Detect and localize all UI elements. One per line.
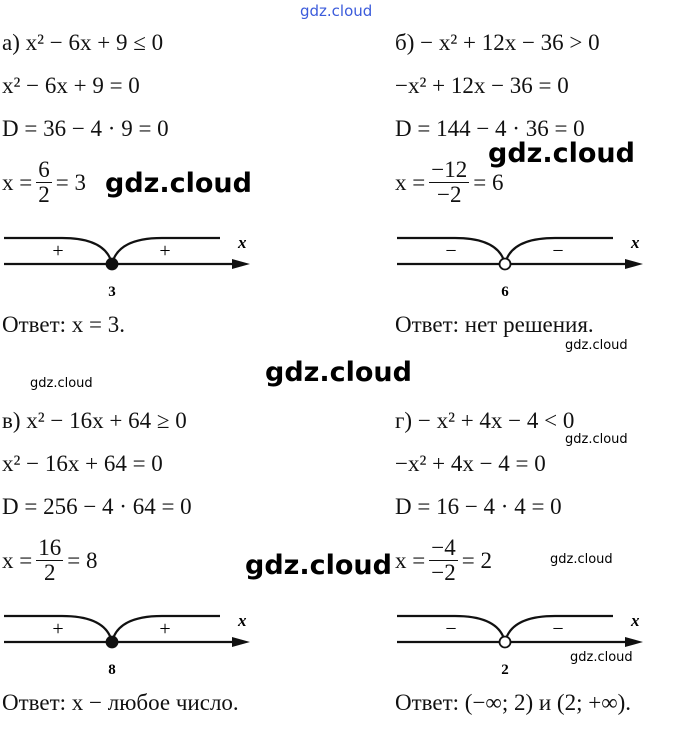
- formula-lhs: x =: [395, 169, 426, 195]
- sign-right: +: [159, 240, 170, 262]
- formula-rhs: = 3: [55, 169, 86, 195]
- numerator: −12: [429, 157, 470, 184]
- root-label: 3: [108, 284, 116, 300]
- watermark: gdz.cloud: [265, 357, 412, 388]
- root-label: 8: [108, 662, 116, 678]
- denominator: 2: [38, 182, 50, 208]
- number-line: − − x 2: [397, 611, 643, 678]
- axis-label: x: [237, 611, 247, 630]
- fraction: −4−2: [429, 535, 458, 586]
- axis-label: x: [237, 233, 247, 252]
- sign-left: +: [52, 618, 63, 640]
- watermark: gdz.cloud: [30, 376, 93, 391]
- root-label: 6: [501, 284, 509, 300]
- answer: Ответ: x − любое число.: [2, 690, 239, 715]
- root-label: 2: [501, 662, 509, 678]
- answer: Ответ: (−∞; 2) и (2; +∞).: [395, 690, 631, 715]
- watermark: gdz.cloud: [488, 138, 635, 169]
- equation-line: г) − x² + 4x − 4 < 0: [395, 408, 575, 433]
- number-line: + + x 3: [4, 233, 250, 300]
- root-point: [105, 635, 119, 649]
- formula-lhs: x =: [2, 169, 33, 195]
- sign-right: +: [159, 618, 170, 640]
- formula-rhs: = 8: [67, 547, 98, 573]
- formula-lhs: x =: [2, 547, 33, 573]
- equation-line: x² − 16x + 64 = 0: [2, 451, 163, 476]
- axis-label: x: [630, 611, 640, 630]
- sign-right: −: [552, 240, 563, 262]
- equation-line: D = 144 − 4 · 36 = 0: [395, 116, 585, 141]
- formula-rhs: = 6: [473, 169, 504, 195]
- equation-line: D = 16 − 4 · 4 = 0: [395, 494, 562, 519]
- sign-left: −: [445, 240, 456, 262]
- watermark: gdz.cloud: [565, 338, 628, 353]
- axis-arrow-icon: [232, 637, 250, 647]
- watermark: gdz.cloud: [550, 552, 613, 567]
- equation-line: в) x² − 16x + 64 ≥ 0: [2, 408, 187, 433]
- numerator: 6: [36, 157, 52, 184]
- axis-arrow-icon: [232, 259, 250, 269]
- equation-line: б) − x² + 12x − 36 > 0: [395, 30, 600, 55]
- numerator: 16: [36, 535, 64, 562]
- sign-left: −: [445, 618, 456, 640]
- root-point: [498, 257, 512, 271]
- answer: Ответ: x = 3.: [2, 312, 126, 337]
- denominator: −2: [431, 560, 456, 586]
- equation-line: D = 256 − 4 · 64 = 0: [2, 494, 192, 519]
- sign-right: −: [552, 618, 563, 640]
- numerator: −4: [429, 535, 458, 562]
- formula-rhs: = 2: [461, 547, 492, 573]
- equation-line: а) x² − 6x + 9 ≤ 0: [2, 30, 164, 55]
- sign-left: +: [52, 240, 63, 262]
- equation-line: −x² + 12x − 36 = 0: [395, 73, 569, 98]
- denominator: −2: [436, 182, 462, 208]
- axis-arrow-icon: [625, 259, 643, 269]
- root-formula: x =−4−2= 2: [395, 535, 492, 586]
- formula-lhs: x =: [395, 547, 426, 573]
- watermark: gdz.cloud: [300, 2, 373, 20]
- root-point: [105, 257, 119, 271]
- number-line: − − x 6: [397, 233, 643, 300]
- denominator: 2: [43, 560, 56, 586]
- equation-line: D = 36 − 4 · 9 = 0: [2, 116, 169, 141]
- number-line: + + x 8: [4, 611, 250, 678]
- root-point: [498, 635, 512, 649]
- axis-label: x: [630, 233, 640, 252]
- fraction: −12−2: [429, 157, 470, 208]
- root-formula: x =−12−2= 6: [395, 157, 504, 208]
- equation-line: x² − 6x + 9 = 0: [2, 73, 140, 98]
- watermark: gdz.cloud: [565, 432, 628, 447]
- equation-line: −x² + 4x − 4 = 0: [395, 451, 546, 476]
- watermark: gdz.cloud: [570, 650, 633, 665]
- watermark: gdz.cloud: [105, 168, 252, 199]
- answer: Ответ: нет решения.: [395, 312, 594, 337]
- axis-arrow-icon: [625, 637, 643, 647]
- watermark: gdz.cloud: [245, 550, 392, 581]
